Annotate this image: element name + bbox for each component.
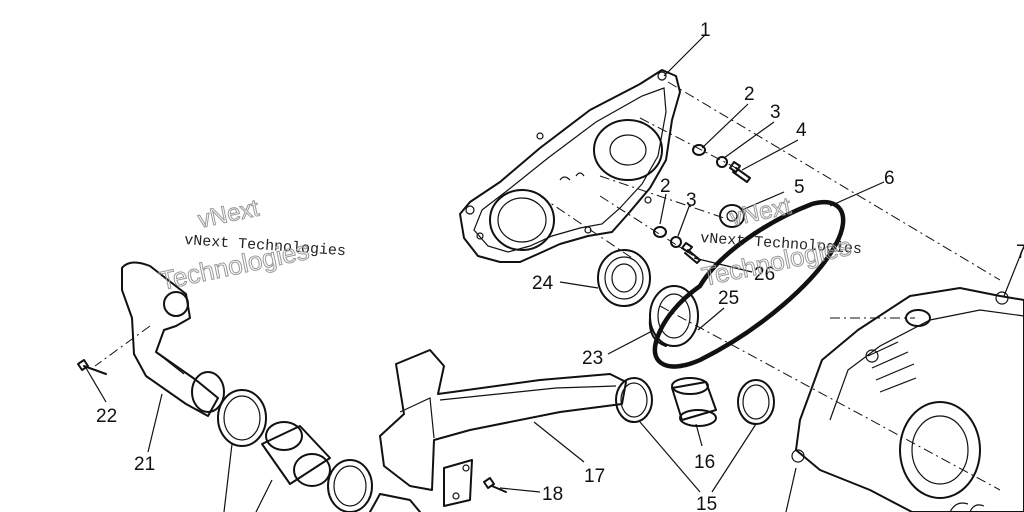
watermark-left-line1: vNext [196,195,262,234]
callout-7: 7 [1016,242,1024,263]
bushing-part-5 [719,204,745,228]
clamp-15-right [737,379,775,425]
callout-22: 22 [96,406,117,427]
screw-part-18 [483,477,507,493]
drive-belt-part-6 [652,199,846,369]
callout-16: 16 [694,452,715,473]
callout-21: 21 [134,454,155,475]
callout-24: 24 [532,273,554,294]
watermark-left: vNext vNext Technologies Technologies [157,194,347,296]
callout-18: 18 [542,484,563,505]
callout-26: 26 [754,264,775,285]
callout-15: 15 [696,494,717,512]
washer-bolt-set-lower [653,226,701,264]
callout-2: 2 [744,84,755,105]
callout-6: 6 [884,168,895,189]
watermark-right-line1: vNext [728,193,794,232]
callout-23: 23 [582,348,603,369]
leader-lines [85,33,1024,512]
callout-17: 17 [584,466,605,487]
screw-part-22 [77,359,107,375]
clamp-left-lower [327,459,421,512]
seal-part-24 [597,249,651,307]
callout-5: 5 [794,177,805,198]
coupler-sleeve-left [261,421,331,487]
washer-bolt-set-upper [692,144,751,183]
coupler-sleeve-part-16 [671,377,717,427]
callout-labels: 1 2 3 4 5 6 7 2 3 24 26 25 23 22 21 17 1… [96,20,1024,512]
flange-part-23 [648,285,699,347]
callout-2-lower: 2 [660,176,671,197]
clamp-15-left [615,377,653,423]
callout-3: 3 [770,102,781,123]
intake-duct-part-21 [121,261,225,417]
outer-cover-part-7 [791,287,1024,512]
duct-part-17 [379,349,627,507]
inner-cover-part-1 [459,69,681,263]
callout-25: 25 [718,288,739,309]
callout-1: 1 [700,20,711,41]
clamp-left-upper [217,389,267,447]
callout-4: 4 [796,120,807,141]
callout-3-lower: 3 [686,190,697,211]
